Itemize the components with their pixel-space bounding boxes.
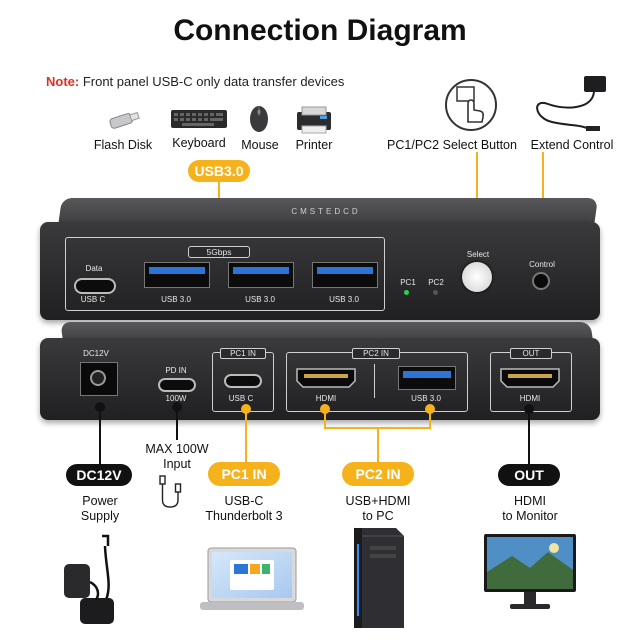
extend-control-label: Extend Control <box>530 138 614 152</box>
front-panel-note: Note: Front panel USB-C only data transf… <box>46 74 344 89</box>
pc2-hdmi-connector-dot <box>320 404 330 414</box>
select-button[interactable] <box>462 262 492 292</box>
dc-connector-dot <box>95 402 105 412</box>
pc2-indicator-label: PC2 <box>428 278 444 287</box>
out-desc-line2: to Monitor <box>502 509 558 523</box>
device-label-mouse: Mouse <box>241 138 279 152</box>
back-panel: DC12V PD IN 100W PC1 IN USB C PC2 IN HDM… <box>40 338 600 420</box>
dc12v-port-label: DC12V <box>83 349 109 358</box>
pc2-connector-down <box>377 427 379 462</box>
pc2-desc-line2: to PC <box>362 509 394 523</box>
printer-icon <box>294 104 334 136</box>
out-connector-dot <box>524 404 534 414</box>
mouse-icon <box>248 104 270 134</box>
pc2-in-tag: PC2 IN <box>352 348 400 359</box>
pc2-connector-right <box>429 412 431 428</box>
pd-watt-label: 100W <box>165 394 187 403</box>
pd-connector-dot <box>172 402 182 412</box>
out-tag: OUT <box>510 348 552 359</box>
out-hdmi-port[interactable] <box>500 368 560 388</box>
pc1-connector-line <box>245 412 247 462</box>
out-badge: OUT <box>498 464 560 486</box>
usb-c-cable-icon <box>156 474 196 510</box>
pc1-in-tag: PC1 IN <box>220 348 266 359</box>
select-button-label: PC1/PC2 Select Button <box>387 138 517 152</box>
power-adapter-icon <box>62 530 142 630</box>
brand-logo: CMSTEDCD <box>291 207 361 216</box>
monitor-icon <box>482 532 578 612</box>
desktop-pc-icon <box>346 524 408 632</box>
out-connector-line <box>528 412 530 464</box>
pc2-usb-a-label: USB 3.0 <box>411 394 441 403</box>
pc2-divider <box>374 364 375 398</box>
extend-control-icon <box>524 70 620 136</box>
front-usb-a-port-2[interactable] <box>228 262 294 288</box>
pc1-indicator-label: PC1 <box>400 278 416 287</box>
power-supply-line2: Supply <box>80 509 120 523</box>
pc1-in-badge: PC1 IN <box>208 462 280 486</box>
data-label: Data <box>85 264 103 273</box>
front-port-group-box <box>65 237 385 311</box>
control-port-text: Control <box>529 260 555 269</box>
pc2-hdmi-label: HDMI <box>315 394 337 403</box>
dc12v-badge: DC12V <box>66 464 132 486</box>
pc1-connector-dot <box>241 404 251 414</box>
keyboard-icon <box>170 108 228 130</box>
pc1-usb-c-label: USB C <box>228 394 254 403</box>
device-label-keyboard: Keyboard <box>172 136 226 150</box>
touch-button-icon <box>444 78 498 132</box>
out-desc-line1: HDMI <box>514 494 546 508</box>
front-panel: 5Gbps Data USB C USB 3.0 USB 3.0 USB 3.0… <box>40 222 600 320</box>
pc1-usb-c-port[interactable] <box>224 374 262 388</box>
pd-connector-line <box>176 410 178 440</box>
flash-disk-icon <box>106 108 142 132</box>
pc1-desc-line2: Thunderbolt 3 <box>205 509 283 523</box>
front-usb-c-label: USB C <box>80 295 106 304</box>
pc1-led-icon <box>404 290 409 295</box>
front-usb-a-label-2: USB 3.0 <box>245 295 275 304</box>
note-prefix: Note: <box>46 74 80 89</box>
device-label-flash-disk: Flash Disk <box>93 138 153 152</box>
front-usb-a-port-3[interactable] <box>312 262 378 288</box>
front-usb-a-port-1[interactable] <box>144 262 210 288</box>
pc2-led-icon <box>433 290 438 295</box>
page-title: Connection Diagram <box>173 14 467 47</box>
pc2-in-badge: PC2 IN <box>342 462 414 486</box>
front-usb-a-label-3: USB 3.0 <box>329 295 359 304</box>
usb3-badge: USB3.0 <box>188 160 250 182</box>
laptop-icon <box>200 546 304 612</box>
max-input-line1: MAX 100W <box>145 442 209 456</box>
front-usb-a-label-1: USB 3.0 <box>161 295 191 304</box>
max-input-line2: Input <box>163 457 191 471</box>
front-usb-c-port[interactable] <box>74 278 116 294</box>
out-hdmi-label: HDMI <box>519 394 541 403</box>
pc1-desc-line1: USB-C <box>224 494 264 508</box>
note-text: Front panel USB-C only data transfer dev… <box>79 74 345 89</box>
select-button-text: Select <box>466 250 490 259</box>
control-port[interactable] <box>532 272 550 290</box>
pd-in-port[interactable] <box>158 378 196 392</box>
pc2-connector-left <box>324 412 326 428</box>
dc-connector-line <box>99 410 101 464</box>
pc2-usb-connector-dot <box>425 404 435 414</box>
pd-in-label: PD IN <box>165 366 187 375</box>
gbps-label: 5Gbps <box>188 246 250 258</box>
pc2-usb-a-port[interactable] <box>398 366 456 390</box>
device-label-printer: Printer <box>295 138 333 152</box>
pc2-desc-line1: USB+HDMI <box>345 494 411 508</box>
power-supply-line1: Power <box>82 494 118 508</box>
pc2-hdmi-port[interactable] <box>296 368 356 388</box>
dc12v-port[interactable] <box>80 362 118 396</box>
